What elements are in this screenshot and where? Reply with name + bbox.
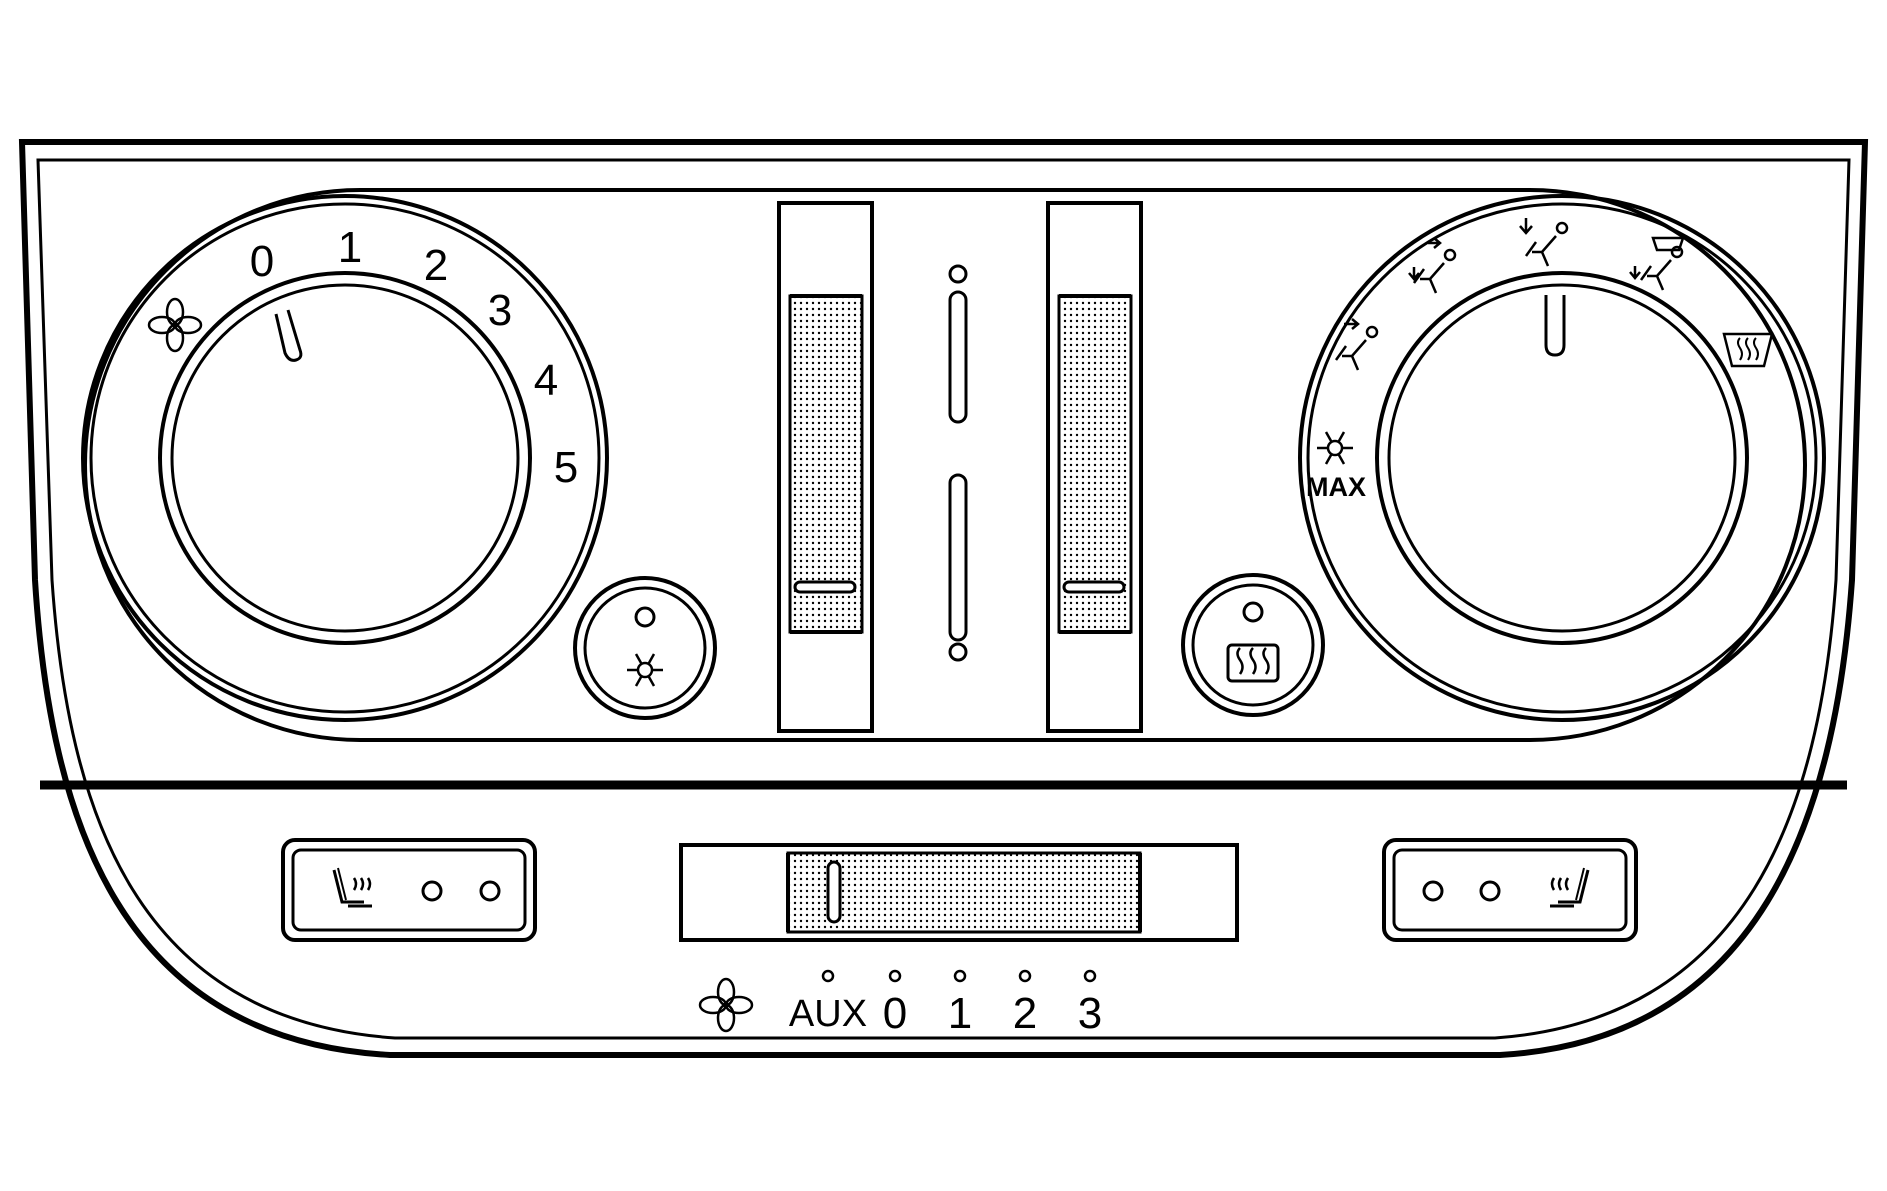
- aux-0-position-dot: [888, 969, 902, 983]
- mode-dial-pointer: [1544, 295, 1566, 357]
- fan-icon: [147, 297, 203, 353]
- rear-defrost-button[interactable]: [1181, 573, 1325, 717]
- aux-position-label: AUX: [789, 993, 867, 1035]
- fan-dial-pointer: [274, 309, 303, 362]
- fan-speed-dial[interactable]: [81, 194, 609, 722]
- ac-button[interactable]: [573, 576, 717, 720]
- snowflake-icon: [625, 652, 665, 688]
- aux-position-dot: [821, 969, 835, 983]
- aux-2-label: 2: [1013, 989, 1037, 1038]
- left-temperature-slider[interactable]: [777, 201, 874, 733]
- air-mode-dial[interactable]: [1298, 194, 1826, 722]
- panel-outer-frame: [18, 139, 1869, 1058]
- left-temperature-handle[interactable]: [793, 580, 857, 594]
- fan-speed-3: 3: [488, 286, 512, 335]
- center-divider-indicator: [948, 264, 968, 662]
- aux-2-position-dot: [1018, 969, 1032, 983]
- right-seat-indicator-2: [1479, 880, 1501, 902]
- fan-speed-1: 1: [338, 223, 362, 272]
- fan-speed-0: 0: [250, 237, 274, 286]
- left-heated-seat-button[interactable]: [281, 838, 537, 942]
- right-heated-seat-button[interactable]: [1382, 838, 1638, 942]
- aux-1-position-dot: [953, 969, 967, 983]
- defrost-icon: [1722, 332, 1774, 368]
- left-seat-indicator-1: [421, 880, 443, 902]
- vent-icon: [1334, 318, 1379, 372]
- fan-speed-4: 4: [534, 356, 558, 405]
- ac-indicator-light: [634, 606, 656, 628]
- aux-3-position-dot: [1083, 969, 1097, 983]
- floor-icon: [1519, 218, 1569, 268]
- aux-fan-slider[interactable]: [679, 843, 1239, 942]
- right-heated-seat-icon: [1548, 866, 1590, 908]
- left-seat-indicator-2: [479, 880, 501, 902]
- floor-defog-icon: [1629, 236, 1685, 292]
- fan-speed-2: 2: [424, 241, 448, 290]
- max-ac-icon: [1315, 430, 1355, 466]
- max-ac-label: MAX: [1306, 472, 1366, 502]
- right-seat-indicator-1: [1422, 880, 1444, 902]
- aux-fan-handle[interactable]: [826, 860, 842, 924]
- aux-0-label: 0: [883, 989, 907, 1038]
- aux-fan-icon: [698, 977, 754, 1033]
- left-heated-seat-icon: [332, 866, 374, 908]
- fan-speed-5: 5: [554, 443, 578, 492]
- right-temperature-handle[interactable]: [1062, 580, 1126, 594]
- rear-defrost-indicator-light: [1242, 601, 1264, 623]
- rear-defrost-icon: [1226, 643, 1280, 683]
- bi-level-icon: [1408, 237, 1457, 295]
- right-temperature-slider[interactable]: [1046, 201, 1143, 733]
- aux-1-label: 1: [948, 989, 972, 1038]
- aux-3-label: 3: [1078, 989, 1102, 1038]
